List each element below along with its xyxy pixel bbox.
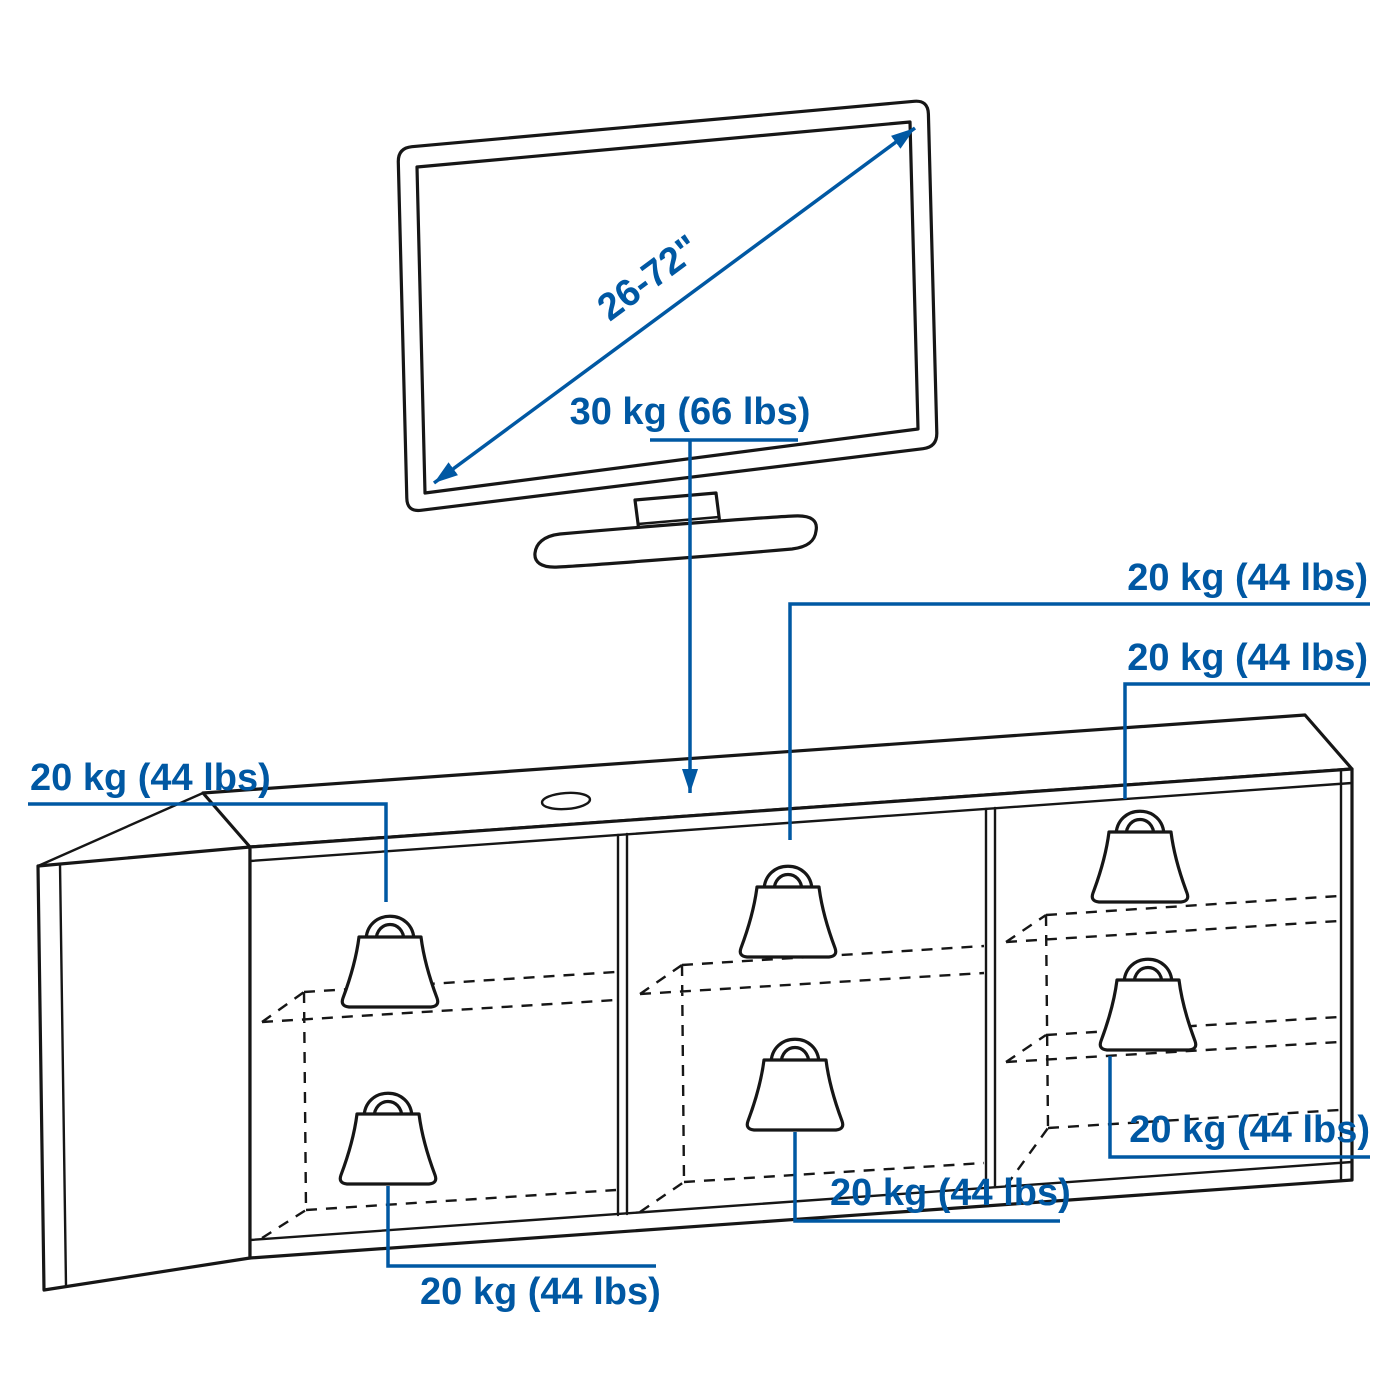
compartment-left-interior-dashes [261, 970, 617, 1240]
bench-illustration [36, 713, 1354, 1292]
load-annotation-bottom-right: 20 kg (44 lbs) [1108, 1056, 1370, 1159]
load-annotation-bottom-left: 20 kg (44 lbs) [386, 1186, 661, 1313]
load-leader-top-right [1123, 682, 1370, 799]
compartment-middle-interior-dashes [639, 944, 985, 1213]
load-label-left: 20 kg (44 lbs) [30, 757, 271, 799]
tv-screen [415, 120, 920, 495]
load-label-bottom-right: 20 kg (44 lbs) [1129, 1109, 1370, 1151]
tv-weight-annotation: 30 kg (66 lbs) [570, 391, 811, 793]
load-label-top-right: 20 kg (44 lbs) [1127, 637, 1368, 679]
bench-top-band-line [248, 781, 1354, 863]
tv-stand-base [533, 514, 818, 569]
compartment-right-interior-dashes [1005, 894, 1340, 1187]
load-label-bottom-middle: 20 kg (44 lbs) [830, 1172, 1071, 1214]
load-label-bottom-left: 20 kg (44 lbs) [420, 1271, 661, 1313]
bench-left-inner-line [58, 862, 68, 1288]
load-leader-left [28, 802, 388, 902]
load-leader-bottom-left [386, 1186, 656, 1268]
load-leader-bottom-middle [793, 1132, 1060, 1223]
tv-weight-arrow [650, 438, 798, 793]
load-annotation-bottom-middle: 20 kg (44 lbs) [793, 1132, 1071, 1223]
bench-divider-1 [616, 832, 629, 1217]
load-label-top-middle: 20 kg (44 lbs) [1127, 557, 1368, 599]
tv-max-weight-label: 30 kg (66 lbs) [570, 391, 811, 433]
load-leader-top-middle [788, 602, 1370, 840]
bench-front-face [248, 767, 1354, 1260]
bench-left-end-panel [36, 845, 252, 1292]
bench-divider-2 [984, 806, 997, 1190]
load-annotation-top-middle: 20 kg (44 lbs) [788, 557, 1370, 840]
load-annotation-top-right: 20 kg (44 lbs) [1123, 637, 1370, 799]
tv-stand-neck-line [636, 515, 721, 526]
load-leader-bottom-right [1108, 1056, 1370, 1159]
load-annotation-left: 20 kg (44 lbs) [28, 757, 388, 902]
bench-bottom-band-line [248, 1160, 1354, 1242]
cable-hole [540, 791, 592, 811]
annotations-layer: 26-72" 30 kg (66 lbs) 20 kg (44 lbs) 20 … [28, 126, 1370, 1313]
tv-size-arrow [432, 126, 917, 485]
